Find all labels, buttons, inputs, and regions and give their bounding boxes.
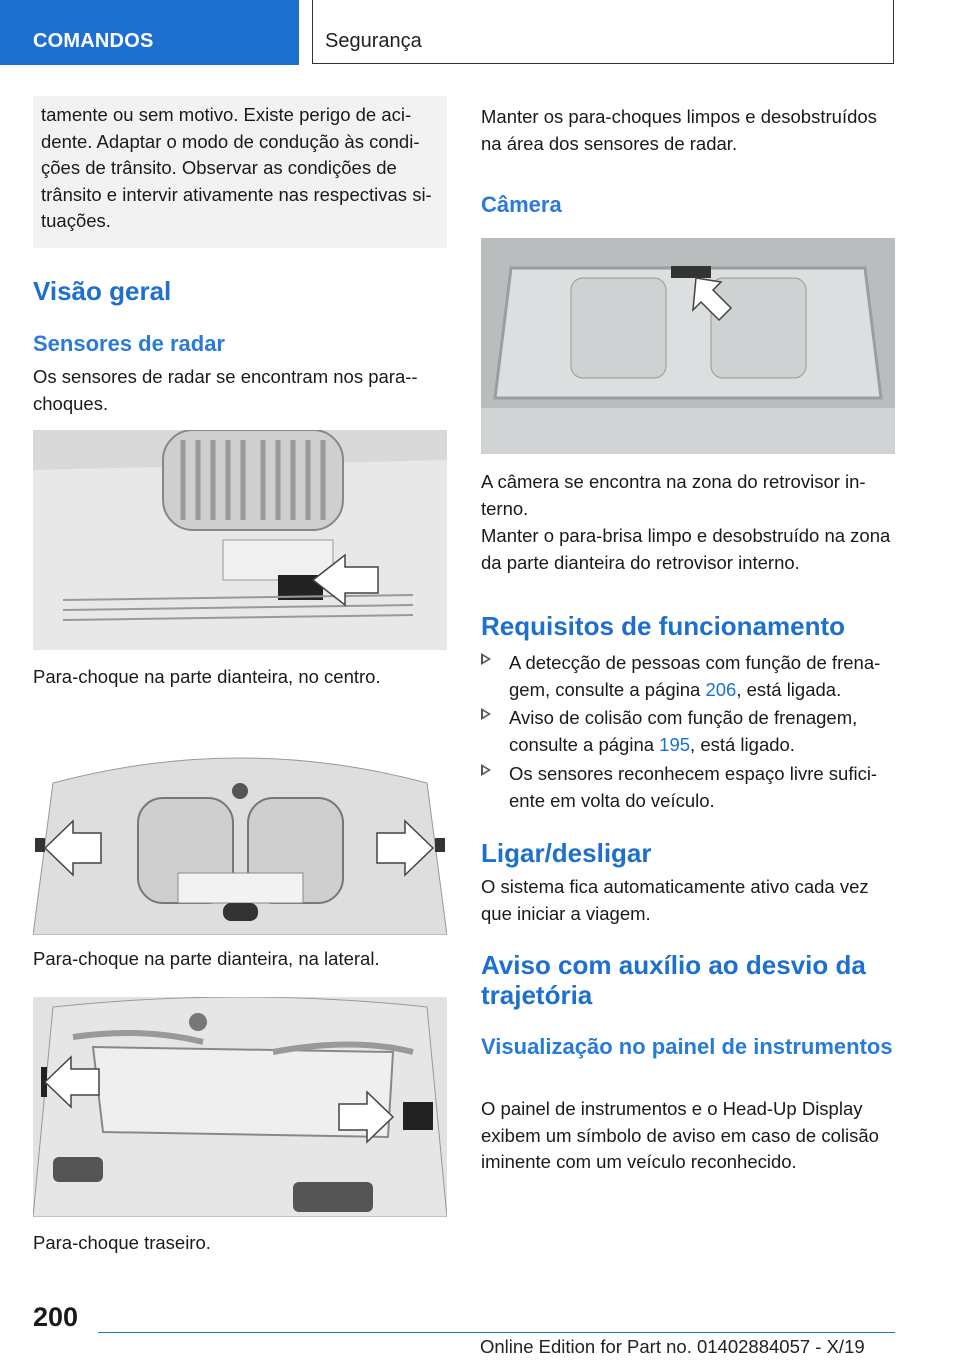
page-link-206[interactable]: 206: [705, 679, 737, 700]
bullet-triangle-icon: [481, 653, 491, 665]
heading-overview: Visão geral: [33, 276, 172, 306]
warning-box: tamente ou sem motivo. Existe perigo de …: [33, 96, 447, 248]
figure-front-side: [33, 713, 447, 935]
heading-lane-warning: Aviso com auxílio ao desvio da trajetóri…: [481, 950, 866, 1010]
page-number: 200: [33, 1302, 79, 1332]
caption-front-center: Para-choque na parte dianteira, no centr…: [33, 666, 381, 687]
caption-front-side: Para-choque na parte dianteira, na later…: [33, 948, 380, 969]
heading-radar: Sensores de radar: [33, 331, 225, 356]
list-item: A detecção de pessoas com função de fren…: [481, 649, 895, 703]
caption-rear: Para-choque traseiro.: [33, 1232, 211, 1253]
footer-rule: [98, 1332, 895, 1333]
radar-text: Os sensores de radar se encontram nos pa…: [33, 366, 418, 414]
bullet-triangle-icon: [481, 764, 491, 776]
section-tab: COMANDOS: [0, 0, 299, 65]
heading-camera: Câmera: [481, 192, 562, 217]
bullet-triangle-icon: [481, 708, 491, 720]
list-item: Os sensores reconhecem espaço livre sufi…: [481, 760, 895, 814]
heading-on-off: Ligar/desligar: [481, 838, 652, 868]
figure-camera: [481, 238, 895, 454]
on-off-text: O sistema fica automaticamente ativo cad…: [481, 876, 869, 924]
heading-display: Visualização no painel de instrumentos: [481, 1034, 893, 1059]
section-title: COMANDOS: [33, 30, 154, 52]
keep-clean-text: Manter os para-choques limpos e desobstr…: [481, 106, 877, 154]
warning-text: tamente ou sem motivo. Existe perigo de …: [41, 104, 432, 231]
heading-requirements: Requisitos de funcionamento: [481, 611, 846, 641]
display-text: O painel de instrumentos e o Head-Up Dis…: [481, 1098, 879, 1172]
list-item: Aviso de colisão com função de frenagem,…: [481, 704, 895, 758]
figure-front-center: [33, 430, 447, 650]
figure-rear: [33, 997, 447, 1217]
camera-clean-text: Manter o para-brisa limpo e desobstruído…: [481, 525, 891, 573]
camera-location-text: A câmera se encontra na zona do retrovis…: [481, 471, 866, 519]
chapter-title: Segurança: [325, 30, 422, 52]
page-link-195[interactable]: 195: [659, 734, 691, 755]
edition-note: Online Edition for Part no. 01402884057 …: [480, 1336, 865, 1357]
chapter-header: Segurança: [312, 0, 894, 64]
